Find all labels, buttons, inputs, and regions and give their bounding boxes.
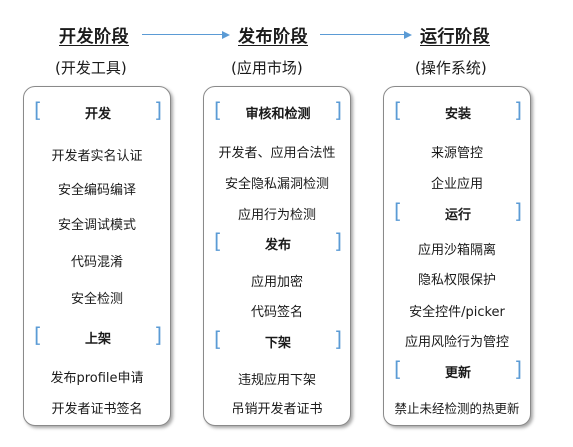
list-item: 应用沙箱隔离 bbox=[417, 243, 496, 258]
list-item: 安全隐私漏洞检测 bbox=[224, 177, 329, 192]
section-label: 更新 bbox=[444, 366, 471, 381]
section-header-dev: [ 开发 ] bbox=[34, 98, 162, 122]
section-label: 审核和检测 bbox=[245, 107, 311, 122]
list-item: 安全编码编译 bbox=[57, 183, 136, 198]
section-label: 运行 bbox=[444, 208, 471, 223]
list-item: 企业应用 bbox=[430, 177, 483, 192]
stage-subtitle-run: (操作系统) bbox=[415, 59, 487, 77]
list-item: 代码签名 bbox=[250, 305, 303, 320]
list-item: 应用风险行为管控 bbox=[404, 335, 509, 350]
list-item: 开发者实名认证 bbox=[51, 149, 143, 164]
list-item: 安全检测 bbox=[70, 292, 123, 307]
list-item: 代码混淆 bbox=[70, 255, 123, 270]
list-item: 开发者证书签名 bbox=[51, 402, 143, 417]
list-item: 违规应用下架 bbox=[237, 373, 316, 388]
list-item: 来源管控 bbox=[430, 146, 483, 161]
section-label: 上架 bbox=[84, 332, 111, 347]
section-label: 发布 bbox=[264, 238, 291, 253]
section-header-list: [ 上架 ] bbox=[34, 323, 162, 347]
section-header-runtime: [ 运行 ] bbox=[394, 199, 522, 223]
list-item: 应用加密 bbox=[250, 275, 303, 290]
section-label: 安装 bbox=[444, 107, 471, 122]
section-header-install: [ 安装 ] bbox=[394, 98, 522, 122]
stage-title-run: 运行阶段 bbox=[420, 27, 490, 47]
stage-subtitle-dev: (开发工具) bbox=[55, 59, 127, 77]
list-item: 禁止未经检测的热更新 bbox=[394, 401, 520, 416]
section-label: 开发 bbox=[84, 107, 111, 122]
stage-subtitle-release: (应用市场) bbox=[231, 59, 303, 77]
stage-column-release: [ 审核和检测 ] 开发者、应用合法性 安全隐私漏洞检测 应用行为检测 [ 发布… bbox=[203, 86, 351, 426]
list-item: 开发者、应用合法性 bbox=[218, 146, 336, 161]
section-header-publish: [ 发布 ] bbox=[214, 229, 342, 253]
list-item: 隐私权限保护 bbox=[417, 273, 496, 288]
stage-title-dev: 开发阶段 bbox=[59, 27, 129, 47]
list-item: 安全调试模式 bbox=[57, 218, 136, 233]
section-header-update: [ 更新 ] bbox=[394, 357, 522, 381]
section-header-delist: [ 下架 ] bbox=[214, 327, 342, 351]
list-item: 发布profile申请 bbox=[50, 371, 144, 386]
stage-column-run: [ 安装 ] 来源管控 企业应用 [ 运行 ] 应用沙箱隔离 隐私权限保护 安全… bbox=[383, 86, 531, 426]
section-label: 下架 bbox=[264, 336, 291, 351]
stage-title-release: 发布阶段 bbox=[238, 27, 308, 47]
list-item: 吊销开发者证书 bbox=[231, 402, 323, 417]
list-item: 应用行为检测 bbox=[237, 208, 316, 223]
stage-column-dev: [ 开发 ] 开发者实名认证 安全编码编译 安全调试模式 代码混淆 安全检测 [… bbox=[23, 86, 171, 426]
list-item: 安全控件/picker bbox=[409, 305, 505, 320]
section-header-review: [ 审核和检测 ] bbox=[214, 98, 342, 122]
